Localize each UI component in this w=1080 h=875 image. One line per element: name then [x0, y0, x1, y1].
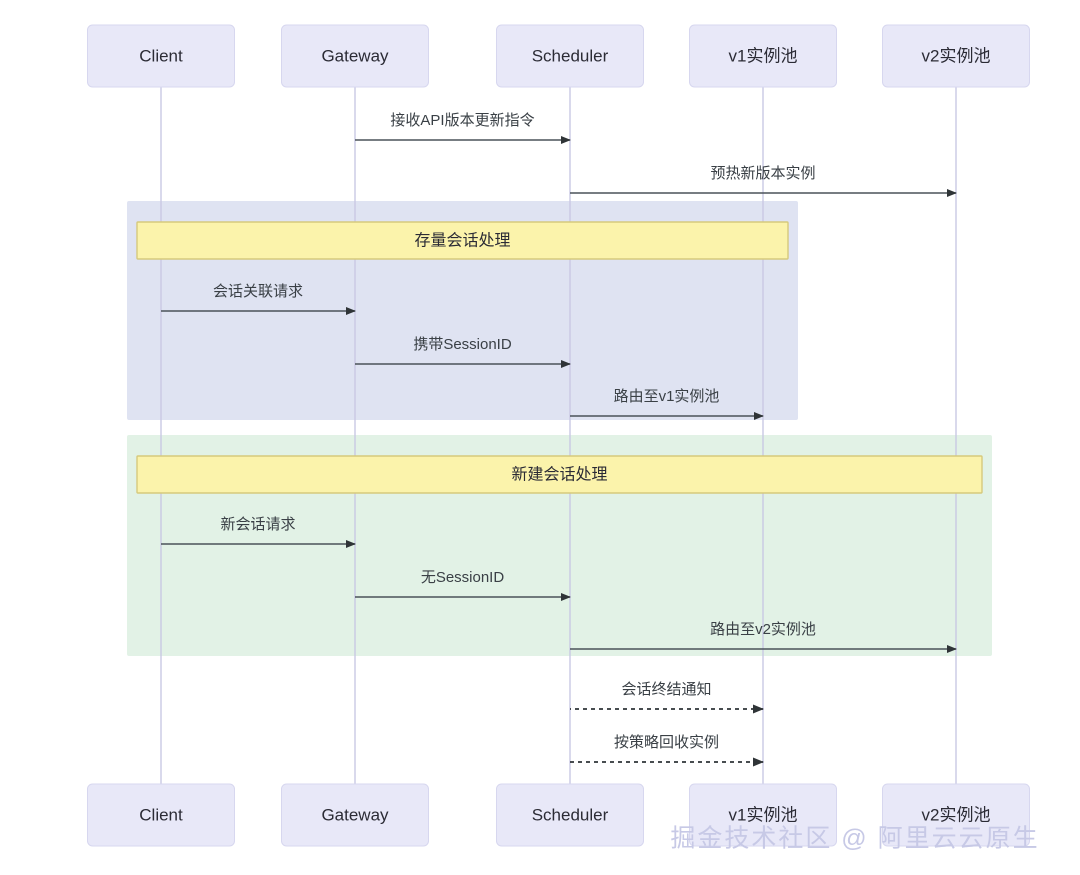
message-label-m9: 会话终结通知: [621, 681, 711, 698]
participant-label-v1pool-top: v1实例池: [729, 46, 798, 65]
participants-bottom: Client Gateway Scheduler v1实例池 v2实例池: [87, 783, 1030, 847]
participant-label-scheduler-top: Scheduler: [532, 46, 609, 65]
participant-label-scheduler-bottom: Scheduler: [532, 805, 609, 824]
participant-box-v1pool-top[interactable]: [689, 24, 837, 88]
message-label-m1: 接收API版本更新指令: [390, 112, 534, 129]
participant-box-scheduler-bottom[interactable]: [496, 783, 644, 847]
participant-box-gateway-top[interactable]: [281, 24, 429, 88]
message-label-m6: 新会话请求: [220, 516, 295, 533]
participant-label-gateway-bottom: Gateway: [321, 805, 389, 824]
block-banner-label-new-session: 新建会话处理: [511, 466, 607, 484]
block-regions: [127, 201, 992, 656]
message-label-m8: 路由至v2实例池: [710, 621, 816, 638]
block-banner-existing-session: [136, 221, 789, 260]
participant-label-gateway-top: Gateway: [321, 46, 389, 65]
participants-top: Client Gateway Scheduler v1实例池 v2实例池: [87, 24, 1030, 88]
message-label-m4: 携带SessionID: [413, 336, 512, 353]
lifelines: [160, 87, 957, 784]
message-label-m10: 按策略回收实例: [614, 734, 719, 751]
block-banner-new-session: [136, 455, 983, 494]
participant-box-gateway-bottom[interactable]: [281, 783, 429, 847]
participant-label-v2pool-bottom: v2实例池: [922, 805, 991, 824]
participant-label-v1pool-bottom: v1实例池: [729, 805, 798, 824]
participant-box-v2pool-top[interactable]: [882, 24, 1030, 88]
participant-label-v2pool-top: v2实例池: [922, 46, 991, 65]
participant-box-client-bottom[interactable]: [87, 783, 235, 847]
participant-box-v2pool-bottom[interactable]: [882, 783, 1030, 847]
participant-box-client-top[interactable]: [87, 24, 235, 88]
watermark: 掘金技术社区 @ 阿里云云原生: [670, 825, 1039, 853]
message-label-m2: 预热新版本实例: [710, 165, 815, 182]
participant-box-v1pool-bottom[interactable]: [689, 783, 837, 847]
message-label-m5: 路由至v1实例池: [614, 388, 720, 405]
participant-label-client-bottom: Client: [139, 805, 183, 824]
message-label-m7: 无SessionID: [421, 569, 505, 586]
participant-box-scheduler-top[interactable]: [496, 24, 644, 88]
block-banner-label-existing-session: 存量会话处理: [414, 232, 510, 250]
message-label-m3: 会话关联请求: [213, 283, 303, 300]
watermark-label: 掘金技术社区 @ 阿里云云原生: [670, 825, 1039, 853]
participant-label-client-top: Client: [139, 46, 183, 65]
